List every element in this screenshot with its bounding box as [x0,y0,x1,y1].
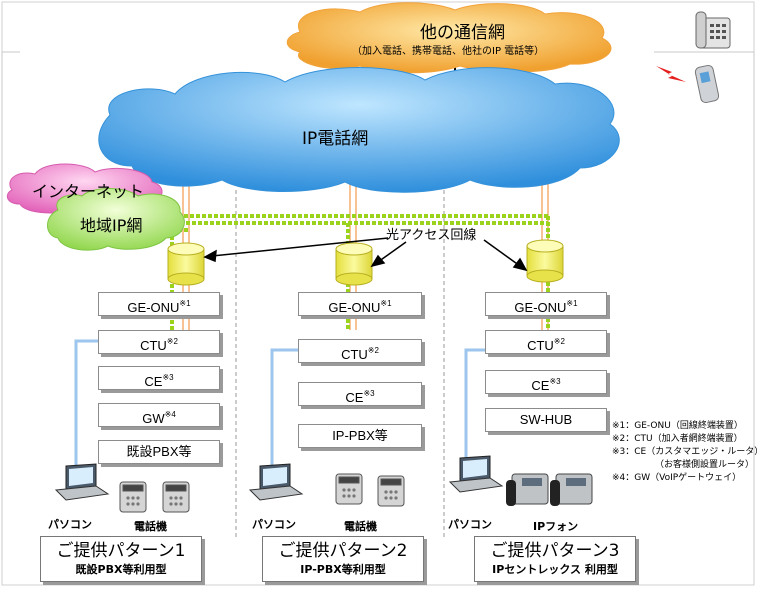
note-4: ※4：GW（VoIPゲートウェイ） [612,473,742,483]
ge-onu-box: GE-ONU※1 [98,292,220,316]
pc-label: パソコン [48,518,92,531]
ce-box: CE※3 [98,366,220,390]
desk-phone-icon [695,11,731,49]
pattern-subtitle: 既設PBX等利用型 [75,563,167,576]
phone-label: 電話機 [134,520,167,533]
ctu-box: CTU※2 [98,330,220,354]
regional-ip-label: 地域IP網 [80,216,143,235]
gw-box: GW※4 [98,403,220,427]
access-cylinder-1 [167,242,205,286]
pattern-2-box: ご提供パターン2 IP-PBX等利用型 [262,536,424,582]
ge-onu-box: GE-ONU※1 [485,292,607,316]
note-2: ※2：CTU（加入者網終端装置） [612,434,743,444]
note-3-sub: （お客様側設置ルータ） [655,460,755,470]
laptop-icon-2 [248,463,304,501]
ctu-box: CTU※2 [485,330,607,354]
pattern-title: ご提供パターン2 [278,541,408,561]
ip-phone-label: IPフォン [533,520,579,533]
phone-label: 電話機 [344,520,377,533]
laptop-icon-1 [54,463,110,501]
ip-pbx-box: IP-PBX等 [298,424,422,448]
existing-pbx-box: 既設PBX等 [98,440,220,464]
pattern-3-box: ご提供パターン3 IPセントレックス 利用型 [474,536,636,582]
ip-phone-network-label: IP電話網 [302,129,369,149]
internet-label: インターネット [32,182,145,201]
optical-access-label: 光アクセス回線 [386,228,477,243]
other-network-subtitle: （加入電話、携帯電話、他社のIP 電話等） [352,46,545,57]
laptop-icon-3 [448,455,504,493]
ce-box: CE※3 [298,382,422,406]
note-3: ※3：CE（カスタマエッジ・ルータ） [612,447,760,457]
sw-hub-box: SW-HUB [485,408,607,432]
regional-ip-cloud [47,188,185,251]
pattern-title: ご提供パターン3 [490,541,620,561]
pattern-1-box: ご提供パターン1 既設PBX等利用型 [40,536,202,582]
ip-phone-network-cloud [98,67,620,193]
ce-box: CE※3 [485,370,607,394]
access-cylinder-3 [526,239,564,283]
pattern-title: ご提供パターン1 [56,541,186,561]
optical-label-arrows [203,237,528,272]
pc-label: パソコン [448,518,492,531]
lan-lines [74,339,485,470]
wireless-signal-icon [656,66,686,82]
pattern-subtitle: IPセントレックス 利用型 [492,563,618,576]
ctu-box: CTU※2 [298,339,422,363]
access-cylinder-2 [335,242,373,286]
ge-onu-box: GE-ONU※1 [298,292,422,316]
note-1: ※1：GE-ONU（回線終端装置） [612,421,743,431]
ip-phone-icon [506,473,593,506]
pc-label: パソコン [252,518,296,531]
mobile-phone-icon [694,64,720,104]
pattern-subtitle: IP-PBX等利用型 [300,563,386,576]
other-network-title: 他の通信網 [420,23,505,43]
